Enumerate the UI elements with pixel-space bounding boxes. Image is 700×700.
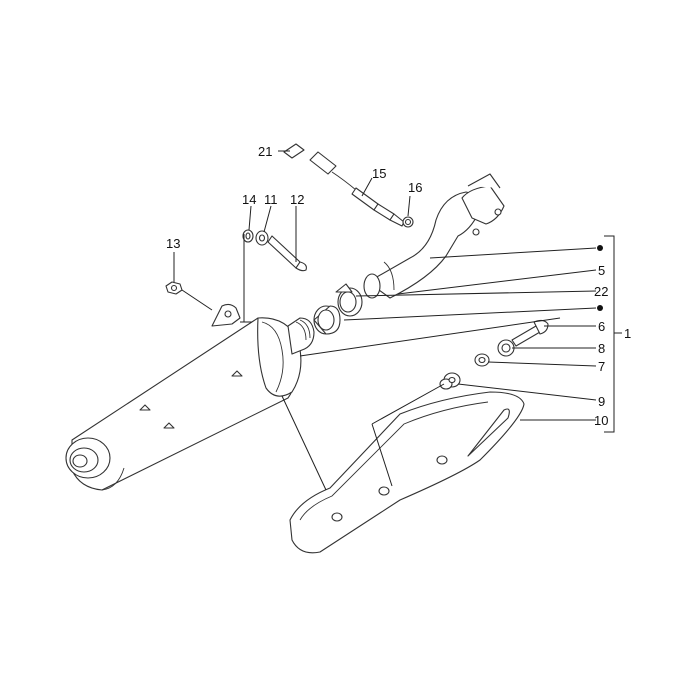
callout-12: 12 (290, 192, 304, 207)
washer-14[interactable] (242, 229, 254, 243)
callout-8: 8 (598, 341, 605, 356)
exhaust-pipe[interactable] (363, 173, 505, 299)
sensor-washer[interactable] (402, 216, 414, 228)
bolt-12[interactable] (267, 235, 307, 272)
muffler-inlet-spigot[interactable] (287, 317, 315, 355)
callout-11: 11 (264, 192, 278, 207)
callout-10: 10 (594, 413, 608, 428)
callout-7: 7 (598, 359, 605, 374)
callout-5: 5 (598, 263, 605, 278)
callout-22: 22 (594, 284, 608, 299)
callout-6: 6 (598, 319, 605, 334)
callout-1: 1 (624, 326, 631, 341)
leader-lines (173, 150, 622, 491)
nut-13[interactable] (165, 281, 183, 295)
lambda-sensor[interactable] (309, 151, 405, 227)
callout-21: 21 (258, 144, 272, 159)
reference-dots (597, 245, 603, 311)
sealing-sleeve[interactable] (313, 305, 341, 335)
pipe-clamp[interactable] (335, 283, 363, 317)
callout-15: 15 (372, 166, 386, 181)
callout-9: 9 (598, 394, 605, 409)
heat-shield[interactable] (289, 391, 525, 554)
washer-11[interactable] (255, 230, 269, 246)
washer-7[interactable] (474, 353, 490, 367)
callout-16: 16 (408, 180, 422, 195)
washer-8[interactable] (497, 339, 515, 357)
callout-14: 14 (242, 192, 256, 207)
mounting-bracket[interactable] (211, 303, 241, 327)
grommet-9[interactable] (439, 372, 461, 390)
sensor-connector-clip[interactable] (283, 143, 305, 159)
callout-13: 13 (166, 236, 180, 251)
callout-labels: 21 15 16 14 11 12 13 5 22 6 8 7 9 10 1 (166, 144, 631, 428)
muffler[interactable] (65, 317, 302, 491)
